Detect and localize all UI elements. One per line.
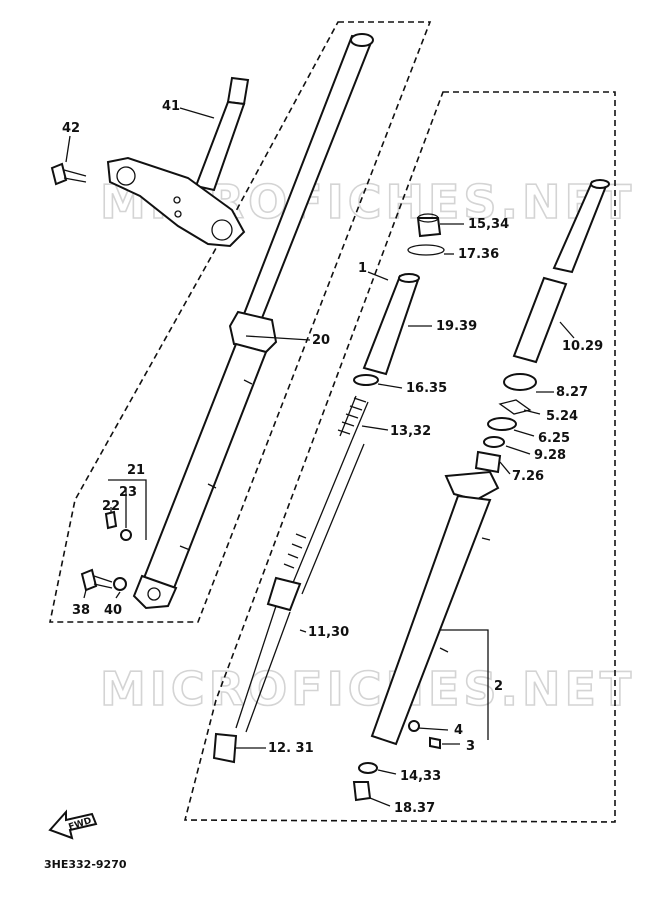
callout-2: 2 [494, 679, 503, 694]
callout-38: 38 [72, 603, 90, 618]
watermark-bottom: MICROFICHES.NET [100, 662, 635, 716]
callout-5: 5.24 [546, 409, 578, 424]
callout-1: 1 [358, 261, 367, 276]
callout-6: 6.25 [538, 431, 570, 446]
right-fork-group-outline [183, 91, 616, 823]
callout-17: 17.36 [458, 247, 499, 262]
callout-40: 40 [104, 603, 122, 618]
left-fork-assembly-part [132, 33, 374, 610]
callout-18: 18.37 [394, 801, 435, 816]
axle-bolt-part [80, 568, 113, 592]
pinch-bolt-part [50, 162, 87, 186]
callout-3: 3 [466, 739, 475, 754]
callout-13: 13,32 [390, 424, 431, 439]
callout-9: 9.28 [534, 448, 566, 463]
callout-16: 16.35 [406, 381, 447, 396]
callout-22: 22 [102, 499, 120, 514]
callout-19: 19.39 [436, 319, 477, 334]
drain-washer-part [120, 529, 132, 541]
callout-10: 10.29 [562, 339, 603, 354]
callout-42: 42 [62, 121, 80, 136]
washer-part [113, 577, 127, 591]
left-fork-group-outline [49, 21, 432, 623]
leader-lines [65, 107, 575, 807]
callout-11: 11,30 [308, 625, 349, 640]
diagram-code: 3HE332-9270 [44, 858, 127, 871]
callout-8: 8.27 [556, 385, 588, 400]
steering-stem-part [106, 76, 250, 248]
callout-15: 15,34 [468, 217, 509, 232]
right-fork-parts [352, 179, 610, 802]
callout-7: 7.26 [512, 469, 544, 484]
inner-fork-parts [212, 213, 445, 764]
callout-41: 41 [162, 99, 180, 114]
callout-20: 20 [312, 333, 330, 348]
callout-12: 12. 31 [268, 741, 314, 756]
callout-21: 21 [127, 463, 145, 478]
drain-screw-part [104, 510, 118, 530]
fwd-arrow-icon: FWD [48, 809, 98, 840]
callout-23: 23 [119, 485, 137, 500]
callout-14: 14,33 [400, 769, 441, 784]
callout-4: 4 [454, 723, 463, 738]
